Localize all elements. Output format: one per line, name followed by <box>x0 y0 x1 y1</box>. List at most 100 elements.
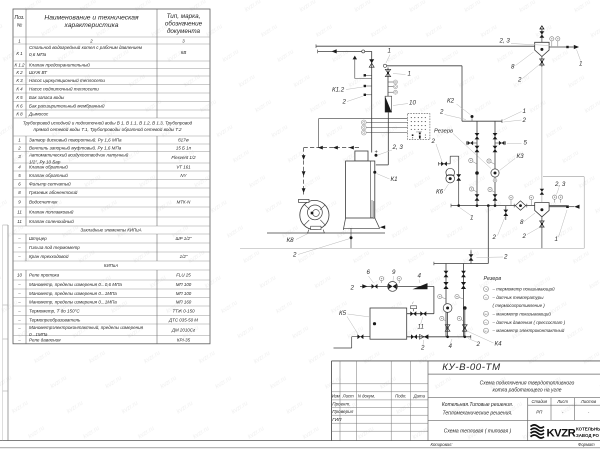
svg-text:i: i <box>413 301 414 305</box>
svg-text:КРI-35: КРI-35 <box>177 337 191 342</box>
svg-text:Клапан обратный: Клапан обратный <box>29 172 68 178</box>
svg-text:К1: К1 <box>391 176 398 183</box>
svg-text:МТК-N: МТК-N <box>177 200 192 205</box>
svg-text:Flexvent 1/2: Flexvent 1/2 <box>171 155 196 160</box>
svg-text:КВ: КВ <box>181 50 187 55</box>
svg-text:документа: документа <box>167 27 201 35</box>
svg-text:Лист: Лист <box>556 399 568 404</box>
svg-text:КИПиА: КИПиА <box>104 263 118 268</box>
svg-text:КОТЕЛЬНЫ: КОТЕЛЬНЫ <box>576 427 600 432</box>
svg-text:–: – <box>17 254 21 259</box>
svg-text:8: 8 <box>520 219 524 226</box>
svg-text:2: 2 <box>517 77 522 84</box>
svg-text:К3: К3 <box>517 153 525 160</box>
svg-text:СХЕМ: СХЕМ <box>416 131 422 133</box>
svg-text:– датчик давления ( прессоста: – датчик давления ( прессостат ) <box>492 320 566 325</box>
svg-text:Затвор дисковый поворотный. Р: Затвор дисковый поворотный. Ру 1,6 МПа <box>29 137 122 143</box>
svg-text:0,6 МПа: 0,6 МПа <box>29 52 47 57</box>
svg-text:Грязевик абонентский: Грязевик абонентский <box>29 189 78 195</box>
svg-text:прямой сетевой воды Т.1, Труб: прямой сетевой воды Т.1, Трубопроводы об… <box>33 126 182 132</box>
svg-text:2: 2 <box>476 341 481 348</box>
svg-text:11: 11 <box>418 324 424 331</box>
svg-text:2, 3: 2, 3 <box>554 181 566 188</box>
svg-text:-: - <box>588 410 590 415</box>
svg-text:К1.2: К1.2 <box>332 87 345 94</box>
svg-text:Термопреобразователь: Термопреобразователь <box>29 317 81 322</box>
svg-text:К5: К5 <box>339 310 347 317</box>
svg-text:МП 160: МП 160 <box>176 299 192 304</box>
svg-text:–: – <box>17 282 21 287</box>
svg-text:ДТС 035-50 М: ДТС 035-50 М <box>168 317 198 322</box>
svg-text:2: 2 <box>522 117 527 124</box>
svg-text:ТС: ТС <box>485 297 488 299</box>
svg-text:Манометр, пределы измерения 0: Манометр, пределы измерения 0...0,6 МПа <box>29 282 122 287</box>
svg-text:Манометр, пределы измерения 0: Манометр, пределы измерения 0...1МПа <box>29 299 117 304</box>
svg-text:2: 2 <box>89 39 93 44</box>
svg-text:4: 4 <box>449 343 453 350</box>
svg-text:1: 1 <box>523 108 526 115</box>
svg-text:–: – <box>17 337 21 342</box>
svg-text:К 4: К 4 <box>16 86 23 91</box>
svg-text:1: 1 <box>408 71 411 78</box>
svg-text:МЭ: МЭ <box>484 331 488 333</box>
svg-text:0...1МПа: 0...1МПа <box>29 332 48 337</box>
svg-text:К 8: К 8 <box>16 112 23 117</box>
svg-text:Формат: Формат <box>578 442 595 447</box>
svg-text:ТТЖ 0-150: ТТЖ 0-150 <box>172 308 195 313</box>
svg-text:3: 3 <box>18 154 21 159</box>
svg-text:3: 3 <box>182 39 185 44</box>
svg-text:ШУЖ ВТ: ШУЖ ВТ <box>29 70 48 75</box>
svg-text:ГИП: ГИП <box>332 417 342 422</box>
svg-text:Фильтр сетчатый: Фильтр сетчатый <box>29 180 71 186</box>
svg-text:Дата: Дата <box>413 393 426 398</box>
svg-text:8: 8 <box>511 64 515 71</box>
svg-text:1: 1 <box>555 236 558 243</box>
svg-text:4: 4 <box>18 165 21 170</box>
svg-text:характеристика: характеристика <box>64 22 119 29</box>
svg-text:Насос подпиточный теплосети: Насос подпиточный теплосети <box>29 85 99 91</box>
svg-text:2, 3: 2, 3 <box>499 38 511 45</box>
svg-text:– манометр показывающий: – манометр показывающий <box>492 310 552 316</box>
svg-text:Резерв: Резерв <box>434 129 453 135</box>
svg-text:–: – <box>17 299 21 304</box>
svg-text:К8: К8 <box>287 237 295 244</box>
svg-text:К4: К4 <box>495 341 503 348</box>
svg-text:( термосопротивление ): ( термосопротивление ) <box>493 303 546 308</box>
svg-text:4: 4 <box>418 273 422 280</box>
svg-text:ДМ 2010Сг: ДМ 2010Сг <box>171 327 196 332</box>
svg-text:1: 1 <box>388 48 391 55</box>
svg-text:1/2", Ру 10 Бар: 1/2", Ру 10 Бар <box>29 159 61 164</box>
svg-text:– термометр показывающий: – термометр показывающий <box>492 286 556 292</box>
svg-text:FLU 25: FLU 25 <box>176 273 191 278</box>
svg-text:–: – <box>17 245 21 250</box>
svg-text:-: - <box>562 410 564 415</box>
svg-text:Изм: Изм <box>332 393 340 398</box>
svg-text:Проект.: Проект. <box>332 402 350 407</box>
svg-text:2: 2 <box>503 254 508 261</box>
svg-text:2: 2 <box>350 285 355 292</box>
svg-text:2: 2 <box>342 99 347 106</box>
svg-text:Тип, марка,: Тип, марка, <box>167 13 201 20</box>
svg-text:2: 2 <box>420 345 425 352</box>
svg-text:2: 2 <box>17 145 21 150</box>
svg-text:9: 9 <box>392 269 396 276</box>
svg-text:К 3: К 3 <box>16 78 23 83</box>
svg-text:МП 100: МП 100 <box>176 282 192 287</box>
svg-text:–: – <box>17 326 21 331</box>
svg-text:Реле протока: Реле протока <box>29 273 60 278</box>
svg-text:2, 3: 2, 3 <box>392 144 404 151</box>
svg-text:N докум.: N докум. <box>358 393 375 398</box>
svg-text:№: № <box>17 22 23 28</box>
svg-text:Штуцер: Штуцер <box>29 236 47 241</box>
svg-text:–: – <box>17 236 21 241</box>
svg-text:2: 2 <box>522 233 527 240</box>
svg-text:РС: РС <box>485 322 488 324</box>
svg-text:– датчик температуры: – датчик температуры <box>492 295 545 300</box>
svg-text:Закладные элементы КИПиА: Закладные элементы КИПиА <box>80 228 141 233</box>
svg-text:Термометр, Т до 150°С: Термометр, Т до 150°С <box>29 308 80 313</box>
svg-text:2: 2 <box>292 252 297 259</box>
svg-text:Бак запаса воды: Бак запаса воды <box>29 95 65 100</box>
svg-text:Проверил: Проверил <box>332 409 353 414</box>
svg-text:Бак расширительный мембранный: Бак расширительный мембранный <box>29 102 105 108</box>
svg-text:5: 5 <box>524 140 528 147</box>
